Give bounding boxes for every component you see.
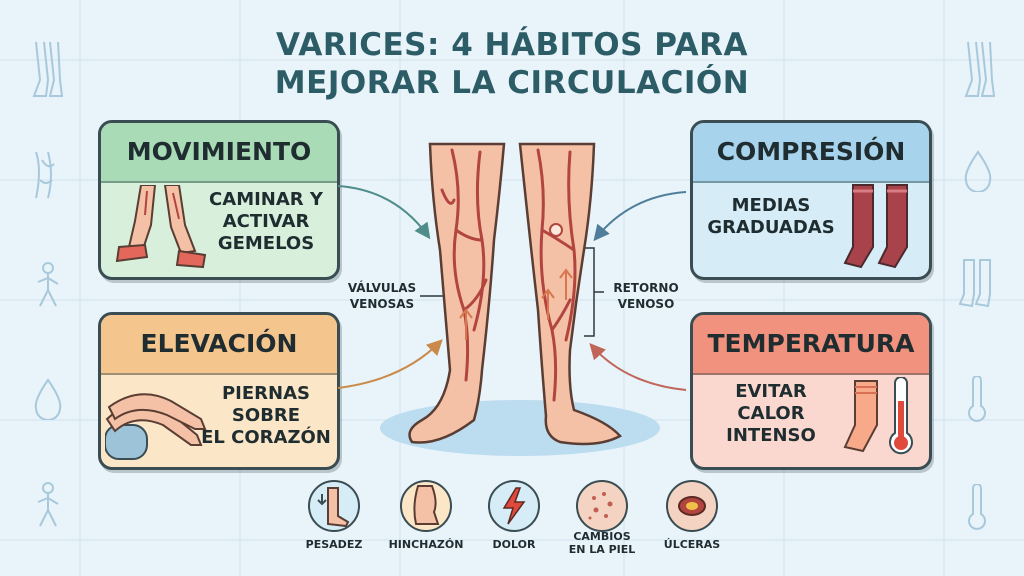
- card-body-elevacion: PIERNAS SOBRE EL CORAZÓN: [101, 375, 337, 467]
- card-title-elevacion: ELEVACIÓN: [101, 315, 337, 375]
- symptom-label-hinchazon: HINCHAZÓN: [388, 538, 464, 551]
- card-title-compresion: COMPRESIÓN: [693, 123, 929, 183]
- swollen-leg-icon: [400, 480, 452, 532]
- decorative-drop-icon: [964, 150, 992, 192]
- card-text-movimiento: CAMINAR Y ACTIVAR GEMELOS: [209, 189, 323, 254]
- sock-thermometer-icon: [843, 377, 913, 455]
- legs-veins-illustration: [380, 142, 660, 456]
- card-temperatura: TEMPERATURA EVITAR CALOR INTENSO: [690, 312, 932, 470]
- symptom-label-pesadez: PESADEZ: [305, 538, 363, 551]
- skin-changes-icon: [576, 480, 628, 532]
- compression-socks-icon: [843, 184, 908, 269]
- card-body-movimiento: CAMINAR Y ACTIVAR GEMELOS: [101, 183, 337, 277]
- symptom-label-dolor: DOLOR: [492, 538, 536, 551]
- card-title-temperatura: TEMPERATURA: [693, 315, 929, 375]
- infographic-title: VARICES: 4 HÁBITOS PARA MEJORAR LA CIRCU…: [0, 26, 1024, 102]
- card-compresion: COMPRESIÓN MEDIAS GRADUADAS: [690, 120, 932, 280]
- label-valvulas-venosas: VÁLVULAS VENOSAS: [347, 281, 417, 311]
- card-text-elevacion: PIERNAS SOBRE EL CORAZÓN: [201, 383, 331, 448]
- title-line-1: VARICES: 4 HÁBITOS PARA: [275, 27, 749, 63]
- decorative-veins-icon: [35, 151, 55, 199]
- decorative-walking-person-icon: [37, 482, 59, 527]
- heavy-leg-icon: [308, 480, 360, 532]
- card-movimiento: MOVIMIENTO CAMINAR Y ACTIVAR GEMELOS: [98, 120, 340, 280]
- walking-legs-icon: [115, 185, 207, 269]
- card-title-movimiento: MOVIMIENTO: [101, 123, 337, 183]
- decorative-legs-icon: [32, 41, 64, 97]
- ulcer-icon: [666, 480, 718, 532]
- decorative-thermometer-icon: [968, 376, 986, 422]
- symptom-label-ulceras: ÚLCERAS: [663, 538, 721, 551]
- decorative-legs-icon: [964, 41, 996, 97]
- label-retorno-venoso: RETORNO VENOSO: [613, 281, 679, 311]
- title-line-2: MEJORAR LA CIRCULACIÓN: [274, 65, 750, 101]
- card-elevacion: ELEVACIÓN PIERNAS SOBRE EL CORAZÓN: [98, 312, 340, 470]
- card-text-temperatura: EVITAR CALOR INTENSO: [726, 381, 816, 446]
- card-text-compresion: MEDIAS GRADUADAS: [707, 195, 835, 238]
- pain-lightning-icon: [488, 480, 540, 532]
- decorative-socks-icon: [958, 259, 991, 308]
- decorative-drop-icon: [34, 378, 62, 420]
- card-body-compresion: MEDIAS GRADUADAS: [693, 183, 929, 277]
- symptom-label-cambios-piel: CAMBIOS EN LA PIEL: [568, 530, 636, 556]
- decorative-thermometer-icon: [968, 484, 986, 530]
- elevated-legs-icon: [105, 393, 207, 460]
- card-body-temperatura: EVITAR CALOR INTENSO: [693, 375, 929, 467]
- decorative-walking-person-icon: [37, 262, 59, 307]
